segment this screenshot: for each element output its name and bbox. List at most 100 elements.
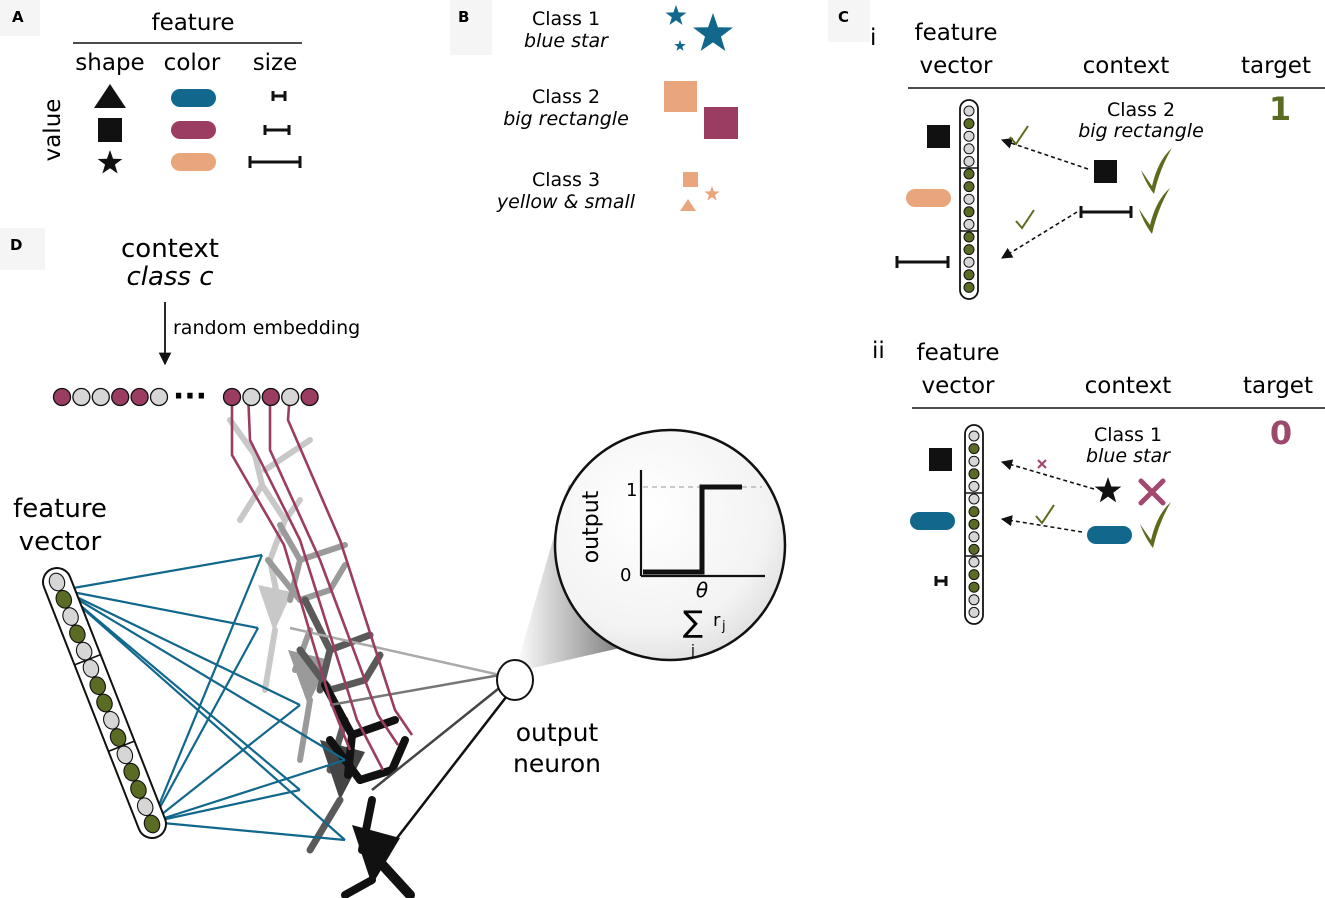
vector-bead <box>963 269 975 281</box>
big-vector-bead <box>130 780 147 799</box>
big-vector-bead <box>143 814 161 834</box>
big-vector-bead <box>116 745 134 765</box>
inset-sum-term-index: j <box>721 619 726 634</box>
vector-bead <box>968 518 980 530</box>
big-vector-bead <box>123 762 140 782</box>
activation-inset: output 1 0 θ ∑ j r j <box>553 428 787 662</box>
vector-bead <box>963 206 975 218</box>
vector-bead <box>968 493 980 505</box>
sub-ii-small-check-icon <box>1035 504 1055 525</box>
output-neuron-label-2: neuron <box>513 749 601 778</box>
feature-connection <box>61 589 346 841</box>
sub-i-feature-vector <box>959 99 979 300</box>
vector-bead <box>963 143 975 155</box>
row-label-value: value <box>40 99 66 162</box>
peach-swatch <box>171 153 216 171</box>
sub-ii-header-feature: feature <box>916 340 999 366</box>
context-connections <box>230 391 414 771</box>
vector-bead <box>963 168 975 180</box>
context-embedding-vector <box>52 387 319 407</box>
vector-bead <box>963 256 975 268</box>
vector-bead <box>963 118 975 130</box>
vector-bead <box>968 569 980 581</box>
sub-i-small-check-icon-2 <box>1015 209 1035 230</box>
vector-bead <box>963 155 975 167</box>
size-bars <box>248 91 302 168</box>
sub-i-header-target: target <box>1241 53 1311 79</box>
panel-c: C i feature vector context target Class … <box>828 0 1325 625</box>
vector-bead <box>963 130 975 142</box>
sub-i-class-name: Class 2 <box>1107 99 1175 121</box>
sub-ii-cross-icon <box>1138 478 1166 506</box>
sub-i-label: i <box>870 25 876 51</box>
class1-desc: blue star <box>524 30 609 52</box>
panel-c-letter: C <box>838 8 849 26</box>
context-bead <box>91 387 110 407</box>
big-vector-bead <box>136 797 154 817</box>
feature-connection <box>61 589 346 761</box>
panel-a: A feature shape color size value <box>0 0 302 174</box>
big-vector-rotated <box>42 567 167 840</box>
vector-bead <box>968 594 980 606</box>
vector-bead <box>968 606 980 618</box>
sub-ii-header-vector: vector <box>922 373 995 399</box>
small-peach-square-icon <box>683 172 698 187</box>
panel-b: B Class 1 blue star Class 2 big rectangl… <box>450 0 738 213</box>
vector-bead <box>963 281 975 293</box>
size-large-icon <box>248 156 302 168</box>
vector-bead <box>968 581 980 593</box>
feature-connection <box>61 588 259 630</box>
class3-desc: yellow & small <box>496 191 636 213</box>
column-shape: shape <box>75 50 144 76</box>
vector-bead <box>968 531 980 543</box>
output-connections <box>289 626 511 861</box>
big-vector-bead <box>109 728 127 747</box>
small-blue-star-icon <box>665 5 687 25</box>
context-bead <box>111 387 130 407</box>
context-bead <box>52 387 72 407</box>
sub-i-header-vector: vector <box>920 53 993 79</box>
sub-i-arrow-size <box>1001 211 1078 259</box>
triangle-icon <box>94 84 126 108</box>
sub-ii-context-teal-swatch <box>1087 526 1132 544</box>
sub-i-square-icon <box>927 125 950 148</box>
sub-ii-small-cross-icon <box>1037 459 1047 469</box>
sub-ii-arrow-color <box>1000 515 1083 533</box>
feature-connection <box>151 627 259 823</box>
sub-i-small-check-icon <box>1009 125 1029 146</box>
feature-connection <box>61 553 263 592</box>
context-bead <box>72 387 91 407</box>
sub-i-check-icon-2 <box>1139 188 1170 234</box>
big-vector-bead <box>69 624 86 644</box>
context-bead <box>261 387 280 407</box>
panel-d-letter: D <box>10 236 22 254</box>
small-peach-star-icon <box>704 186 720 201</box>
embedding-label: random embedding <box>173 317 360 339</box>
vector-bead <box>963 181 975 193</box>
feature-connection <box>151 704 301 823</box>
vector-bead <box>968 543 980 555</box>
vector-bead <box>968 506 980 518</box>
sub-ii-class-desc: blue star <box>1086 445 1171 467</box>
panel-a-letter: A <box>12 8 24 26</box>
sub-i-context-square-icon <box>1094 160 1117 183</box>
inset-sum-symbol: ∑ <box>683 605 703 640</box>
neuron-4 <box>321 681 415 898</box>
sub-ii-check-icon <box>1140 502 1171 548</box>
big-vector-bead <box>55 589 73 609</box>
sub-ii-arrow-shape <box>1000 459 1095 490</box>
embedding-ellipsis: ··· <box>173 379 207 414</box>
feature-connection <box>61 589 301 706</box>
big-vector-bead <box>82 659 100 678</box>
panel-b-letter: B <box>458 8 469 26</box>
small-peach-triangle-icon <box>680 199 696 211</box>
vector-bead <box>963 231 975 243</box>
sub-ii-header-context: context <box>1085 373 1172 399</box>
peach-rectangle-icon <box>664 81 697 112</box>
star-icon <box>97 150 123 174</box>
tiny-blue-star-icon <box>674 40 686 51</box>
magenta-swatch <box>171 121 216 139</box>
step-function-line <box>643 484 742 575</box>
big-feature-vector <box>42 567 167 840</box>
